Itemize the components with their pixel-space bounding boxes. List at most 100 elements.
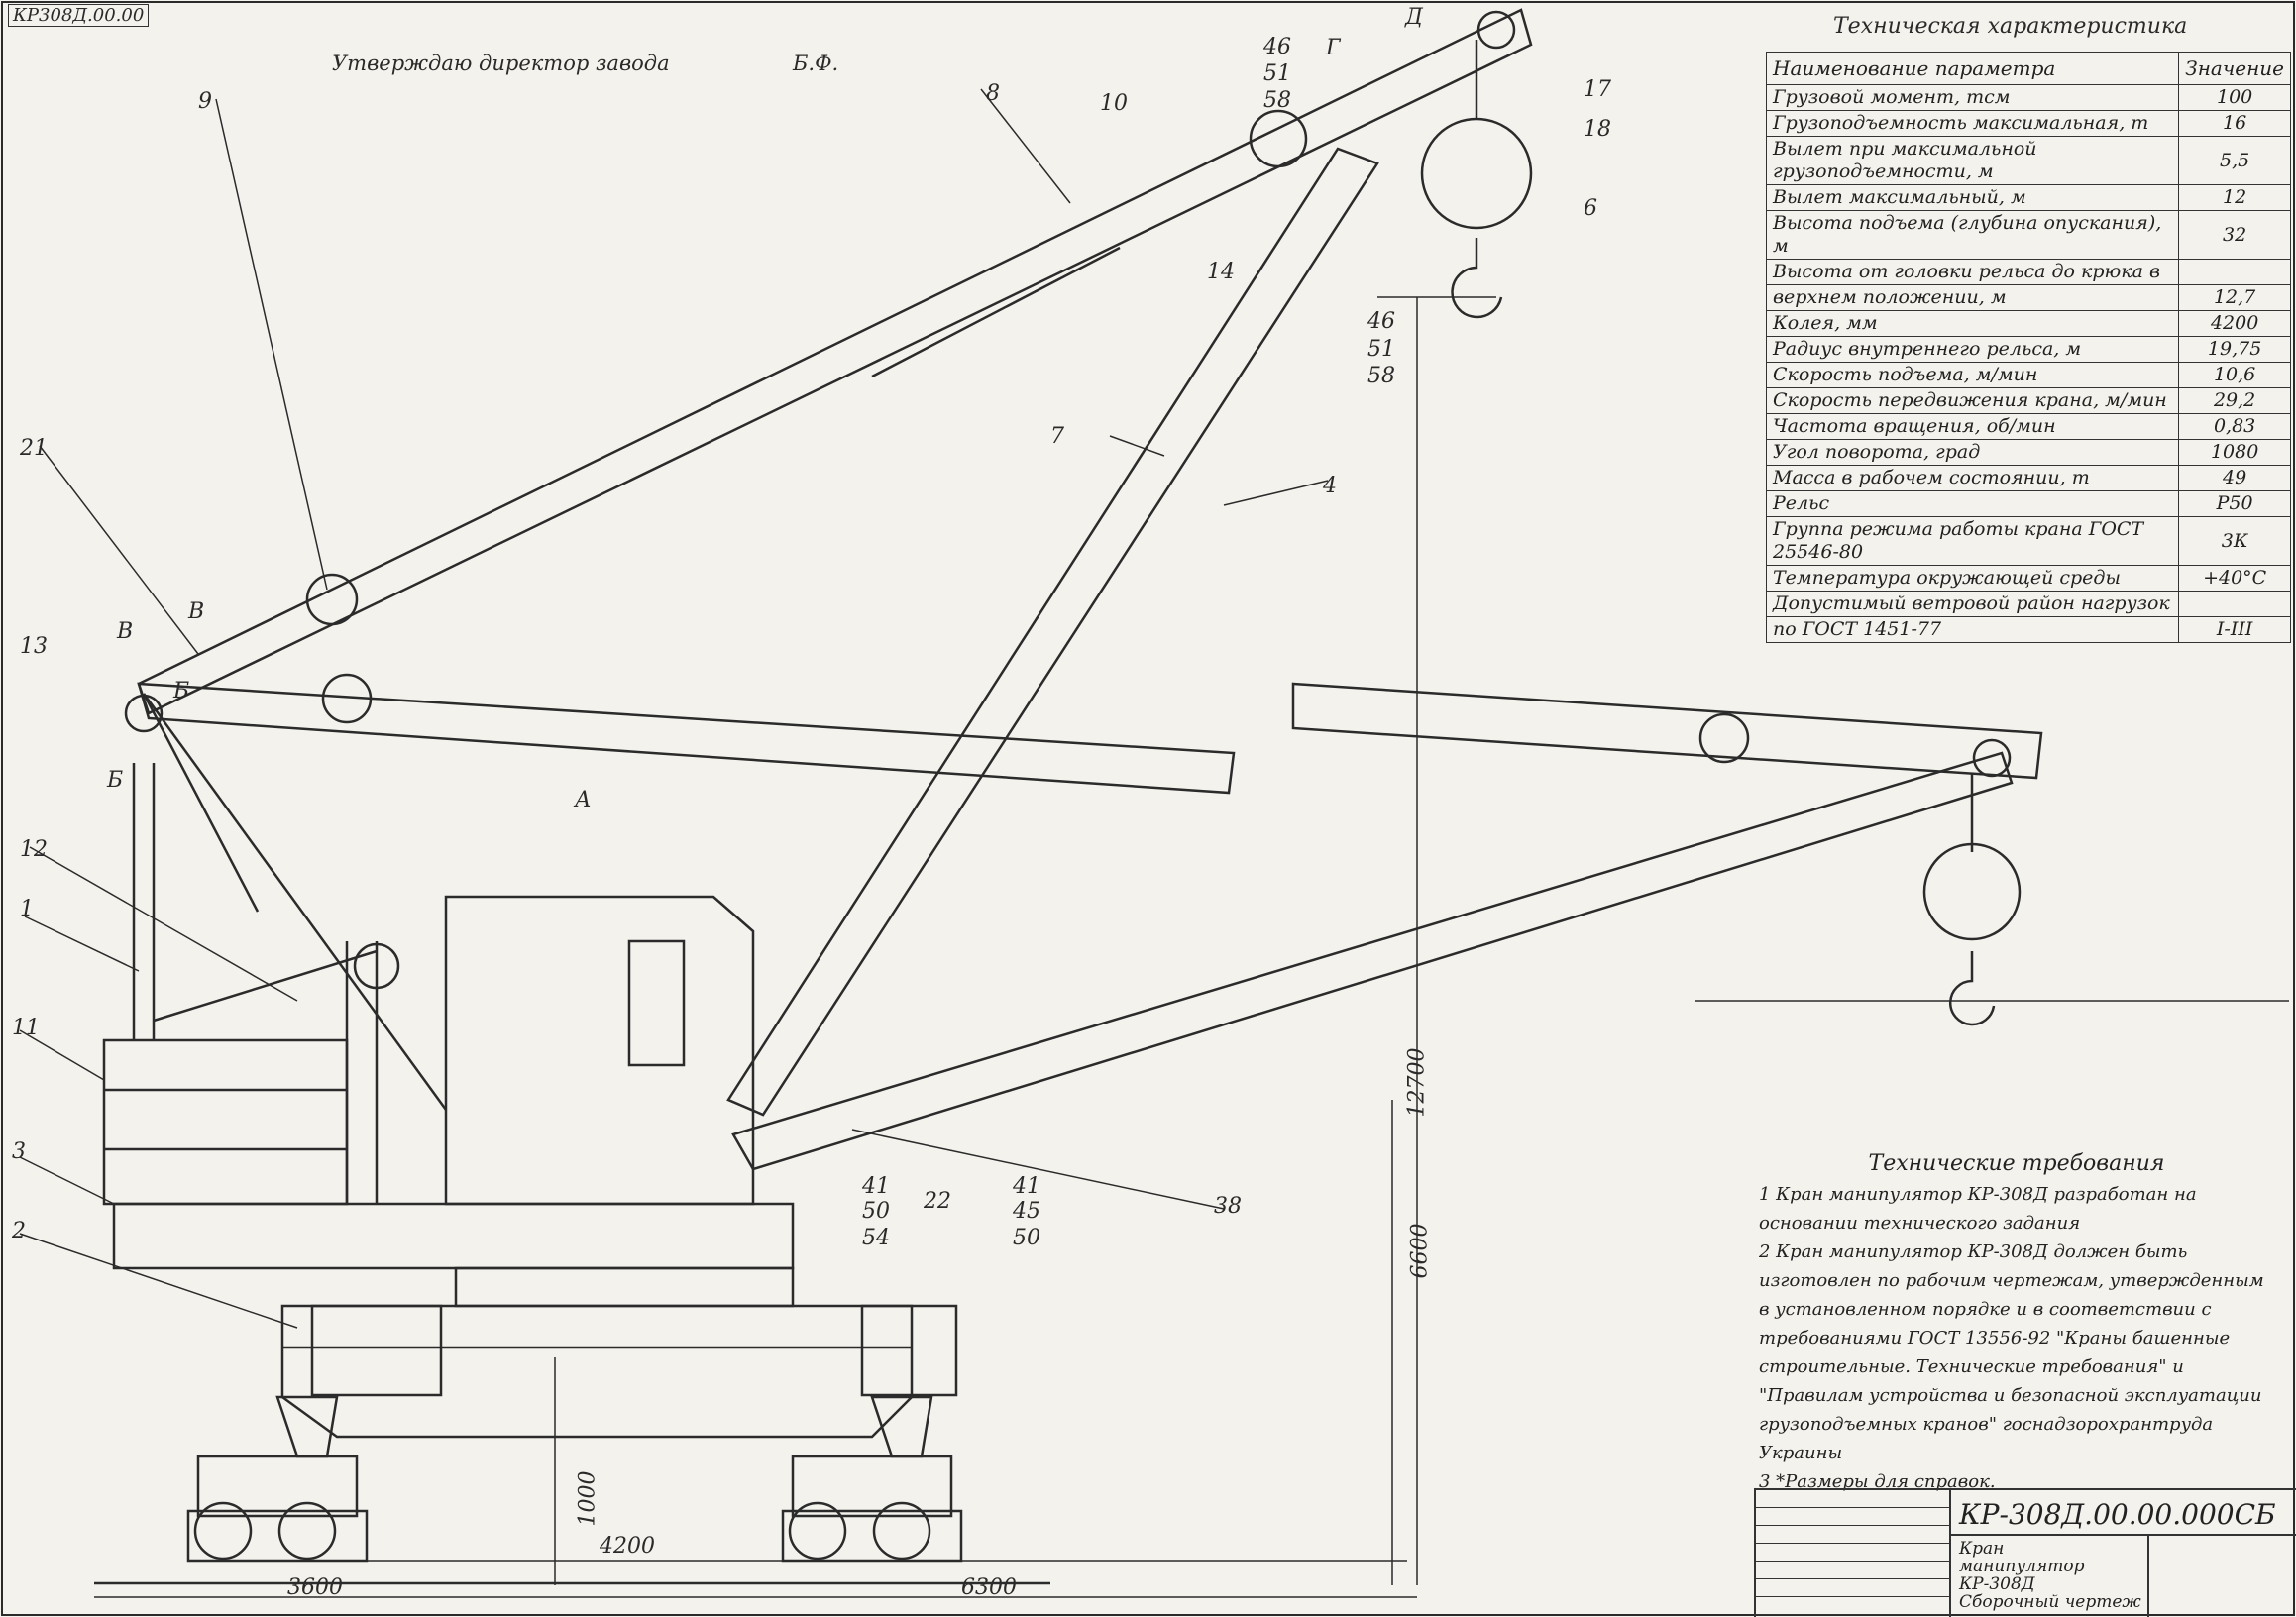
part-label: 46 [1367,309,1395,334]
spec-value [2178,259,2291,285]
name-line-1: Кран [1959,1539,2005,1559]
spec-col-param: Наименование параметра [1765,52,2180,85]
requirements-title: Технические требования [1868,1151,2165,1176]
part-label: 11 [12,1016,40,1040]
dim-right-reach: 6300 [961,1575,1017,1600]
spec-row: Допустимый ветровой район нагрузок [1765,591,2291,617]
spec-param: Вылет при максимальной грузоподъемности,… [1765,136,2180,185]
spec-value: 3К [2178,516,2291,566]
spec-value: 0,83 [2178,413,2291,440]
part-label: 17 [1584,77,1611,102]
part-label: 6 [1584,196,1597,221]
approval-text: Утверждаю директор завода [332,52,670,75]
spec-row: Температура окружающей среды+40°С [1765,565,2291,592]
name-line-2: манипулятор [1959,1557,2085,1576]
part-label: Д [1405,5,1423,30]
dim-height-low: 1000 [575,1470,601,1527]
part-label: 41 [1013,1174,1040,1199]
part-label: Б [173,679,190,703]
requirements-list: 1 Кран манипулятор КР-308Д разработан на… [1759,1180,2274,1496]
portal-frame [280,1304,958,1439]
spec-value: 5,5 [2178,136,2291,185]
part-label: 13 [20,634,48,659]
part-label: 21 [20,436,48,461]
part-label: 38 [1214,1194,1242,1219]
spec-value: 12,7 [2178,284,2291,311]
spec-row: Группа режима работы крана ГОСТ 25546-80… [1765,516,2291,566]
requirement-item: 2 Кран манипулятор КР-308Д должен быть и… [1759,1241,2264,1463]
spec-table-title: Техническая характеристика [1833,14,2188,39]
part-label: 1 [20,897,34,921]
corner-code: КР308Д.00.00 [8,4,150,27]
spec-row: Высота от головки рельса до крюка в [1765,259,2291,285]
name-line-3: КР-308Д [1959,1574,2035,1594]
slewing-platform [102,1038,795,1308]
spec-value: 12 [2178,184,2291,211]
spec-param: Радиус внутреннего рельса, м [1765,336,2180,363]
spec-value: 29,2 [2178,387,2291,414]
spec-param: Грузоподъемность максимальная, т [1765,110,2180,137]
drawing-name: Кран манипулятор КР-308Д Сборочный черте… [1959,1540,2141,1611]
part-label: В [117,619,134,644]
spec-param: Допустимый ветровой район нагрузок [1765,591,2180,617]
part-label: 46 [1263,35,1291,59]
spec-param: по ГОСТ 1451-77 [1765,616,2180,643]
jib-lowered [731,738,2014,1171]
spec-param: Скорость подъема, м/мин [1765,362,2180,388]
part-label: 10 [1100,91,1128,116]
part-label: 58 [1367,364,1395,388]
hook-upper [1420,40,1533,319]
spec-param: Высота от головки рельса до крюка в [1765,259,2180,285]
spec-value: 4200 [2178,310,2291,337]
spec-param: Угол поворота, град [1765,439,2180,466]
part-label: 51 [1263,61,1291,86]
spec-value: 32 [2178,210,2291,260]
spec-param: Частота вращения, об/мин [1765,413,2180,440]
title-block: КР-308Д.00.00.000СБ Кран манипулятор КР-… [1754,1488,2296,1617]
machine-house [444,895,755,1206]
part-label: 3 [12,1139,26,1164]
name-line-4: Сборочный чертеж [1959,1592,2141,1612]
part-label: В [188,599,205,624]
part-label: 45 [1013,1199,1040,1224]
spec-param: Температура окружающей среды [1765,565,2180,592]
spec-value [2178,591,2291,617]
part-label: Б [107,768,124,793]
spec-value: Р50 [2178,490,2291,517]
part-label: Г [1326,36,1341,60]
drawing-code: КР-308Д.00.00.000СБ [1959,1498,2276,1531]
left-bogie [186,1395,369,1563]
spec-param: Скорость передвижения крана, м/мин [1765,387,2180,414]
mast [124,693,448,1204]
spec-value: 16 [2178,110,2291,137]
hook-lower [1922,773,2022,1026]
spec-col-value: Значение [2178,52,2291,85]
spec-value: 10,6 [2178,362,2291,388]
spec-value: I-III [2178,616,2291,643]
spec-row: Вылет при максимальной грузоподъемности,… [1765,136,2291,185]
dim-span-mid: 4200 [600,1534,655,1559]
part-label: 58 [1263,88,1291,113]
upper-boom [137,8,1533,715]
requirement-item: 1 Кран манипулятор КР-308Д разработан на… [1759,1184,2197,1234]
part-label: 41 [862,1174,890,1199]
dimension-lines [94,296,2289,1598]
part-label: 4 [1323,474,1337,498]
spec-param: Масса в рабочем состоянии, т [1765,465,2180,491]
dim-left-reach: 3600 [287,1575,343,1600]
right-bogie [781,1395,963,1563]
part-label: 50 [862,1199,890,1224]
spec-param: Грузовой момент, тсм [1765,84,2180,111]
part-label: 8 [986,81,1000,106]
